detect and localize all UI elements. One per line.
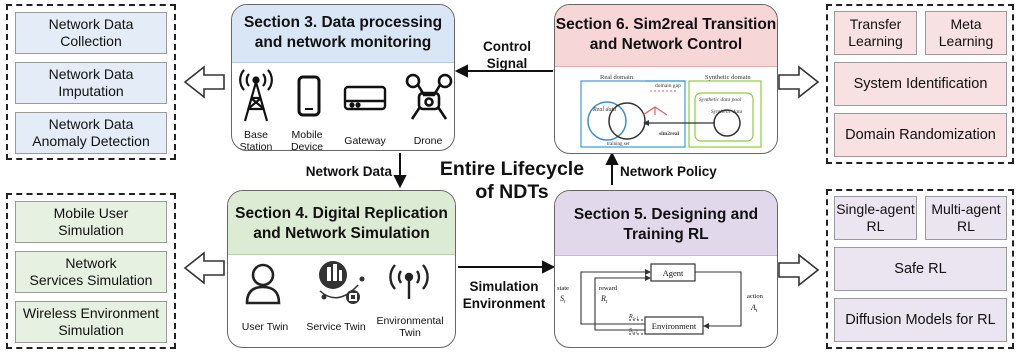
section-3-devices [239, 69, 453, 122]
service-twin-label: Service Twin [306, 321, 366, 333]
synthetic-data-pool-label: Synthetic data pool [699, 97, 742, 103]
data-imputation-box: Network Data Imputation [15, 62, 167, 104]
domain-randomization-box: Domain Randomization [834, 113, 1007, 157]
data-processing-methods-group [6, 4, 176, 160]
section-6-title: Section 6. Sim2real Transition and Netwo… [555, 5, 777, 67]
section-6-card: Section 6. Sim2real Transition and Netwo… [554, 4, 778, 154]
synthetic-domain-label: Synthetic domain [705, 74, 751, 81]
section-4-twins [245, 261, 429, 305]
diffusion-models-rl-box: Diffusion Models for RL [834, 298, 1007, 342]
real-data-label: Real data [592, 107, 616, 113]
lifecycle-title: Entire Lifecycle of NDTs [439, 158, 585, 203]
base-station-label: Base Station [239, 129, 273, 151]
network-data-label: Network Data [305, 164, 392, 179]
arrow-right-bottom-icon [778, 253, 820, 287]
state-symbol: St [560, 294, 566, 305]
training-set-label: training set [607, 142, 630, 147]
arrow-right-top-icon [778, 65, 820, 99]
section-5-title: Section 5. Designing and Training RL [555, 191, 777, 256]
gateway-label: Gateway [344, 135, 386, 147]
wireless-environment-simulation-box: Wireless Environment Simulation [15, 301, 167, 343]
environment-label: Environment [652, 321, 697, 331]
real-domain-label: Real domain [600, 74, 634, 81]
section-4-title: Section 4. Digital Replication and Netwo… [228, 191, 455, 255]
mobile-user-simulation-box: Mobile User Simulation [15, 201, 167, 243]
action-label: action [747, 293, 764, 300]
arrow-left-top-icon [183, 65, 225, 99]
user-twin-label: User Twin [241, 321, 289, 333]
gateway-icon [343, 85, 387, 111]
network-policy-arrowhead-icon [605, 151, 619, 165]
agent-label: Agent [663, 268, 684, 278]
control-signal-arrowhead-icon [454, 64, 468, 78]
service-twin-icon [319, 261, 365, 304]
rl-loop-diagram: Agent Environment state St reward Rt act… [557, 263, 764, 335]
next-state-symbol: St+1 [629, 328, 638, 335]
sim2real-diagram: Real domain Synthetic domain domain gap … [580, 74, 762, 148]
rl-methods-group [826, 189, 1014, 349]
simulation-environment-label: Simulation Environment [462, 279, 546, 311]
state-label: state [557, 285, 569, 292]
network-services-simulation-box: Network Services Simulation [15, 251, 167, 293]
system-identification-box: System Identification [834, 62, 1007, 106]
domain-gap-label: domain gap [655, 83, 681, 89]
anomaly-detection-box: Network Data Anomaly Detection [15, 112, 167, 154]
section-5-card: Section 5. Designing and Training RL Age… [554, 190, 778, 348]
environment-box [644, 316, 704, 335]
multi-agent-rl-box: Multi-agent RL [925, 196, 1007, 240]
user-twin-icon [245, 263, 281, 305]
arrow-left-bottom-icon [183, 251, 225, 285]
environmental-twin-label: Environmental Twin [376, 315, 444, 339]
mobile-device-label: Mobile Device [290, 129, 324, 151]
drone-icon [405, 73, 453, 120]
section-3-card: Section 3. Data processing and network m… [231, 4, 455, 151]
data-collection-box: Network Data Collection [15, 12, 167, 54]
real-domain-frame [580, 80, 686, 148]
control-signal-label: Control Signal [483, 39, 531, 71]
network-policy-label: Network Policy [620, 164, 717, 179]
sim2real-methods-group [826, 4, 1014, 164]
mobile-device-icon [297, 75, 321, 117]
reward-label: reward [599, 285, 618, 292]
action-symbol: At [750, 303, 758, 314]
simulation-environment-arrowhead-icon [542, 260, 556, 274]
network-data-arrowhead-icon [393, 175, 407, 189]
base-station-icon [239, 69, 273, 122]
safe-rl-box: Safe RL [834, 247, 1007, 291]
simulation-methods-group [6, 193, 176, 349]
drone-label: Drone [413, 135, 443, 147]
sim2real-label: sim2real [659, 131, 680, 137]
section-4-card: Section 4. Digital Replication and Netwo… [227, 190, 456, 348]
next-reward-symbol: Rt+1 [628, 314, 638, 321]
transfer-learning-box: Transfer Learning [834, 11, 917, 55]
single-agent-rl-box: Single-agent RL [834, 196, 917, 240]
synthetic-domain-frame [688, 80, 762, 148]
meta-learning-box: Meta Learning [925, 11, 1007, 55]
synthetic-data-label: Synthetic data [711, 109, 743, 115]
environmental-twin-icon [389, 264, 429, 299]
section-3-title: Section 3. Data processing and network m… [232, 5, 454, 63]
reward-symbol: Rt [600, 294, 608, 305]
